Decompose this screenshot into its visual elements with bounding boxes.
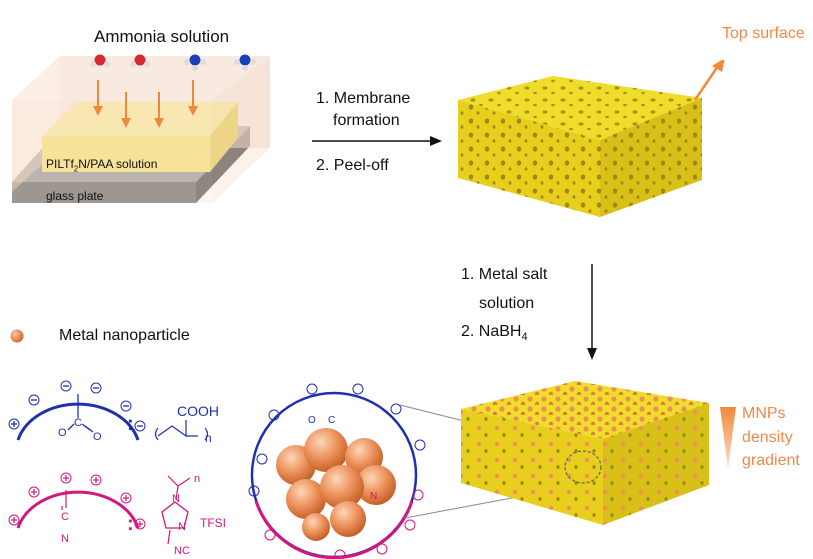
- paa-cooh: COOH: [177, 403, 219, 419]
- gradient-label-gradient: gradient: [742, 452, 800, 469]
- pil-ring-n1: N: [172, 493, 180, 505]
- paa-o-right: O: [93, 431, 102, 443]
- container-front: [12, 100, 212, 203]
- container-right: [212, 56, 270, 203]
- zoom-c-atom: C: [328, 415, 335, 426]
- zoom-region-marker: [564, 450, 602, 484]
- pil-tfsi: TFSI: [200, 516, 226, 530]
- nanoparticle-cluster: [276, 428, 396, 541]
- solution-top: [42, 102, 238, 136]
- nanoparticle-legend-label: Metal nanoparticle: [59, 327, 190, 344]
- step-peel-off: 2. Peel-off: [316, 157, 389, 174]
- casting-setup-illustration: [12, 54, 270, 203]
- density-gradient-wedge: [720, 407, 736, 469]
- step-solution: solution: [479, 295, 535, 312]
- step-a-arrow: [312, 136, 442, 146]
- step-membrane-formation: 1. Membrane: [316, 90, 411, 107]
- pil-n-atom: N: [61, 533, 69, 545]
- step-b-arrow: [587, 264, 597, 360]
- pil-n-sub: n: [194, 473, 200, 485]
- solution-front: [42, 136, 210, 172]
- glass-plate-front: [12, 182, 196, 203]
- pil-nc: NC: [174, 545, 190, 557]
- porous-membrane: [458, 60, 725, 217]
- nanoparticle-legend-icon: [10, 329, 24, 343]
- paa-o-left: O: [58, 427, 67, 439]
- diffusion-arrows: [93, 80, 198, 128]
- ammonia-label: Ammonia solution: [94, 27, 230, 46]
- glass-plate-label: glass plate: [46, 189, 104, 203]
- zoom-o-atom: O: [308, 415, 316, 426]
- gradient-label-mnps: MNPs: [742, 405, 786, 422]
- pil-structure: C N : N N n TFSI NC: [8, 472, 226, 557]
- solution-label: PILTf2N/PAA solution: [46, 157, 158, 174]
- paa-c-atom: C: [74, 417, 82, 429]
- zoom-circle: C O N: [248, 383, 426, 559]
- paa-colon: :: [127, 413, 134, 435]
- zoom-n-atom: N: [370, 491, 377, 502]
- gradient-label-density: density: [742, 429, 793, 446]
- pil-colon: :: [127, 513, 134, 535]
- step-metal-salt: 1. Metal salt: [461, 266, 548, 283]
- pil-ring-n2: N: [178, 521, 186, 533]
- ammonia-molecules: [90, 54, 256, 71]
- step-formation: formation: [333, 112, 400, 129]
- paa-structure: O C O : COOH n: [8, 380, 219, 445]
- solution-side: [210, 102, 238, 172]
- paa-n: n: [205, 431, 212, 445]
- mnp-membrane: [461, 381, 709, 525]
- top-surface-label: Top surface: [722, 25, 805, 42]
- pil-c-atom: C: [61, 511, 69, 523]
- step-nabh4: 2. NaBH4: [461, 323, 528, 344]
